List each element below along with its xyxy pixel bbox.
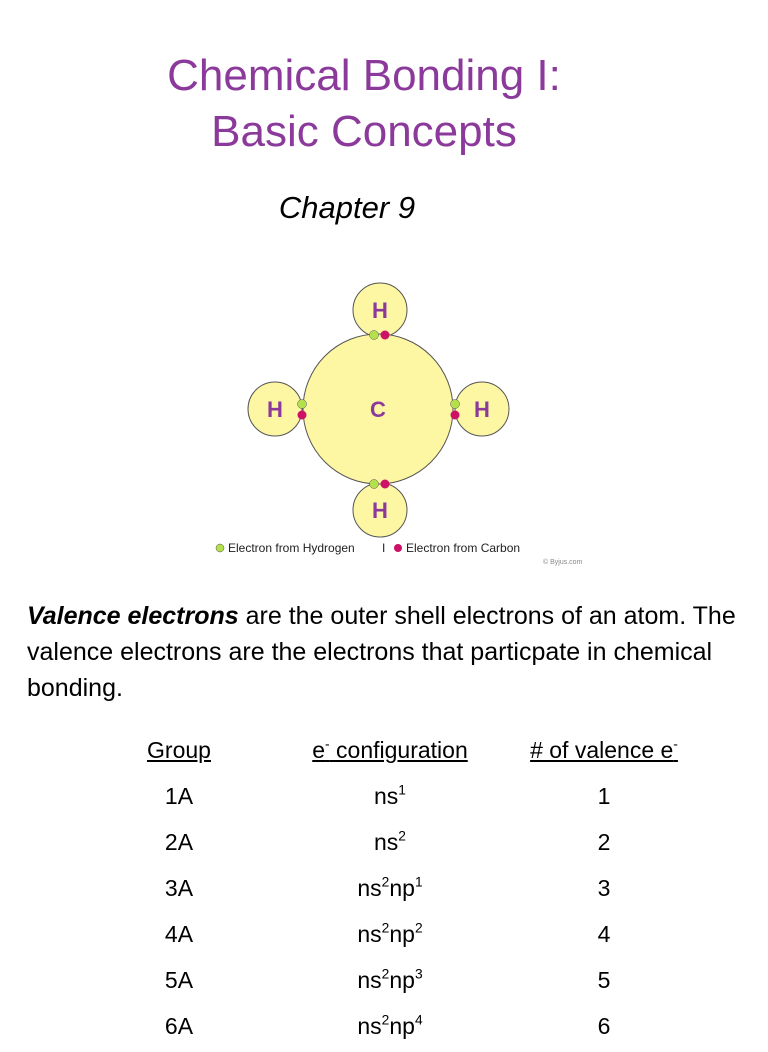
orbital: ns	[357, 875, 382, 901]
table-row: 6A ns2np4 6	[0, 1006, 768, 1052]
header-group: Group	[147, 737, 211, 763]
orbital-electron-count: 1	[398, 782, 406, 798]
electron-h-right	[450, 399, 460, 409]
orbital: ns	[357, 1013, 382, 1039]
configuration-cell: ns1	[290, 776, 490, 816]
orbital: np	[389, 875, 415, 901]
table-row: 5A ns2np3 5	[0, 960, 768, 1006]
orbital: np	[389, 921, 415, 947]
valence-definition: Valence electrons are the outer shell el…	[27, 598, 747, 706]
title-line-2: Basic Concepts	[211, 107, 517, 156]
table-row: 3A ns2np1 3	[0, 868, 768, 914]
header-config-rest: configuration	[329, 737, 468, 763]
label-h-top: H	[372, 298, 388, 323]
valence-count-cell: 6	[597, 1013, 611, 1039]
orbital-electron-count: 2	[381, 920, 390, 936]
legend-carbon-label: Electron from Carbon	[406, 541, 520, 555]
configuration-cell: ns2np1	[290, 868, 490, 908]
electron-c-left	[297, 410, 307, 420]
methane-bonding-diagram: H H H H C Electron from Hydrogen I Elect…	[200, 280, 600, 570]
label-h-right: H	[474, 397, 490, 422]
valence-count-cell: 4	[597, 921, 611, 947]
valence-count-cell: 2	[597, 829, 611, 855]
header-valence-prefix: # of valence e	[530, 737, 674, 763]
configuration-cell: ns2np2	[290, 914, 490, 954]
configuration-cell: ns2	[290, 822, 490, 862]
header-configuration: e- configuration	[290, 730, 490, 770]
orbital-electron-count: 2	[381, 874, 390, 890]
orbital-electron-count: 4	[414, 1012, 423, 1028]
valence-count-cell: 1	[597, 783, 611, 809]
configuration-cell: ns2np3	[290, 960, 490, 1000]
orbital: ns	[374, 829, 399, 855]
header-config-sup: -	[325, 736, 330, 752]
electron-h-top	[369, 330, 379, 340]
header-valence-sup: -	[673, 736, 678, 752]
group-cell: 6A	[164, 1013, 194, 1039]
valence-term: Valence electrons	[27, 602, 239, 630]
orbital-electron-count: 3	[414, 966, 423, 982]
orbital: ns	[357, 921, 382, 947]
header-valence: # of valence e-	[520, 730, 688, 770]
title-line-1: Chemical Bonding I:	[167, 51, 561, 100]
orbital-electron-count: 2	[398, 828, 406, 844]
electron-c-bottom	[380, 479, 390, 489]
label-h-bottom: H	[372, 498, 388, 523]
atom-h-left	[247, 381, 303, 437]
group-cell: 5A	[164, 967, 194, 993]
orbital-electron-count: 2	[414, 920, 423, 936]
group-cell: 2A	[164, 829, 194, 855]
group-cell: 4A	[164, 921, 194, 947]
chapter-subtitle: Chapter 9	[278, 190, 416, 225]
group-cell: 3A	[164, 875, 194, 901]
legend-hydrogen-label: Electron from Hydrogen	[228, 541, 355, 555]
electron-c-right	[450, 410, 460, 420]
atom-h-right	[454, 381, 510, 437]
orbital: np	[389, 1013, 415, 1039]
electron-h-left	[297, 399, 307, 409]
image-credit: © Byjus.com	[543, 558, 583, 566]
valence-table: Group e- configuration # of valence e- 1…	[0, 730, 768, 1052]
group-cell: 1A	[164, 783, 194, 809]
legend-carbon-dot	[394, 544, 402, 552]
legend-hydrogen-dot	[215, 543, 225, 553]
valence-text: are the outer shell electrons of an atom…	[27, 602, 736, 702]
label-h-left: H	[267, 397, 283, 422]
orbital: ns	[357, 967, 382, 993]
electron-c-top	[380, 330, 390, 340]
orbital-electron-count: 1	[414, 874, 423, 890]
table-header-row: Group e- configuration # of valence e-	[0, 730, 768, 776]
label-carbon: C	[370, 397, 386, 422]
valence-count-cell: 3	[597, 875, 611, 901]
orbital-electron-count: 2	[381, 1012, 390, 1028]
legend-separator: I	[382, 541, 385, 555]
orbital-electron-count: 2	[381, 966, 390, 982]
orbital: np	[389, 967, 415, 993]
header-config-prefix: e	[312, 737, 326, 763]
electron-h-bottom	[369, 479, 379, 489]
configuration-cell: ns2np4	[290, 1006, 490, 1046]
valence-count-cell: 5	[597, 967, 611, 993]
page-title: Chemical Bonding I: Basic Concepts	[0, 48, 728, 160]
orbital: ns	[374, 783, 399, 809]
